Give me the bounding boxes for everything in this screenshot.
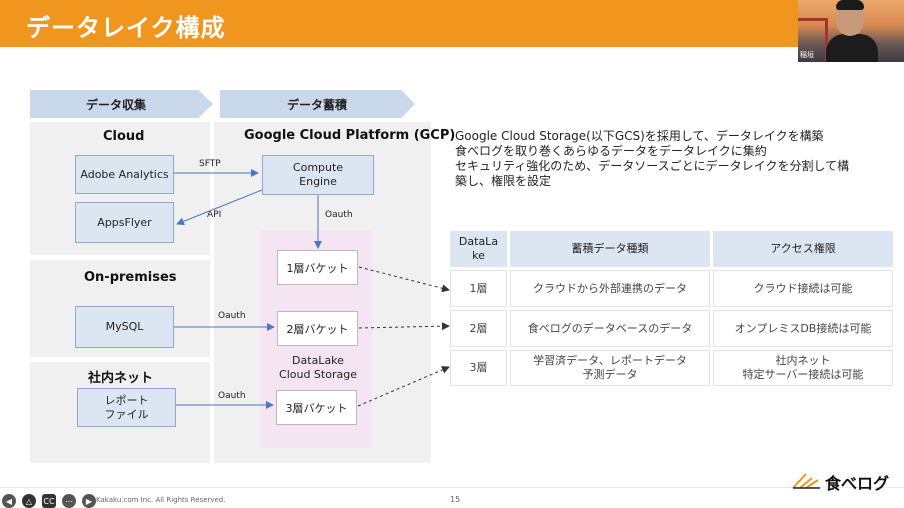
copyright-text: Kakaku.com Inc. All Rights Reserved.	[96, 496, 226, 504]
appsflyer-node: AppsFlyer	[75, 202, 174, 243]
api-label: API	[207, 210, 222, 220]
participant-video[interactable]: 稲垣	[798, 0, 904, 62]
oauth-report-label: Oauth	[218, 391, 246, 401]
arrow-compute-to-appsflyer	[176, 189, 263, 226]
oauth-mysql-label: Oauth	[218, 311, 246, 321]
table-cell-data-1: クラウドから外部連携のデータ	[510, 270, 710, 307]
pointer-icon[interactable]: △	[22, 494, 36, 508]
person-hair	[836, 0, 864, 10]
table-header-data-type: 蓄積データ種類	[510, 231, 710, 267]
bridge-shape	[798, 18, 828, 62]
adobe-analytics-node: Adobe Analytics	[75, 155, 174, 194]
gcp-panel-title: Google Cloud Platform (GCP)	[244, 128, 456, 143]
table-cell-layer-3: 3層	[450, 350, 507, 386]
table-cell-access-1: クラウド接続は可能	[713, 270, 893, 307]
more-icon[interactable]: ⋯	[62, 494, 76, 508]
bucket-layer-1: 1層バケット	[277, 250, 358, 285]
bucket-layer-2: 2層バケット	[277, 311, 358, 346]
table-cell-access-2: オンプレミスDB接続は可能	[713, 310, 893, 347]
arrow-bucket3-to-table	[357, 366, 450, 407]
intranet-panel-title: 社内ネット	[88, 371, 154, 386]
table-cell-layer-1: 1層	[450, 270, 507, 307]
logo-text: 食べログ	[825, 474, 890, 493]
description-line-3: セキュリティ強化のため、データソースごとにデータレイクを分割して構	[455, 159, 850, 173]
description-line-2: 食べログを取り巻くあらゆるデータをデータレイクに集約	[455, 144, 767, 158]
stage-collect-label: データ収集	[86, 98, 147, 112]
captions-icon[interactable]: CC	[42, 494, 56, 508]
bucket-layer-3: 3層バケット	[276, 390, 357, 425]
description: Google Cloud Storage(以下GCS)を採用して、データレイクを…	[455, 129, 900, 189]
arrow-bucket2-to-table	[358, 322, 450, 331]
oauth-compute-label: Oauth	[325, 210, 353, 220]
description-line-1: Google Cloud Storage(以下GCS)を採用して、データレイクを…	[455, 129, 824, 143]
table-header-access: アクセス権限	[713, 231, 893, 267]
report-file-node: レポート ファイル	[77, 388, 176, 427]
table-cell-access-3: 社内ネット 特定サーバー接続は可能	[713, 350, 893, 386]
onprem-panel-title: On-premises	[84, 270, 177, 285]
tabelog-logo-icon	[792, 473, 820, 489]
participant-name: 稲垣	[800, 51, 814, 59]
stage-collect-chevron	[30, 90, 213, 118]
table-cell-layer-2: 2層	[450, 310, 507, 347]
datalake-label: DataLake Cloud Storage	[279, 354, 357, 381]
cloud-panel-title: Cloud	[103, 129, 145, 144]
table-header-datalake: DataLa ke	[450, 231, 507, 267]
description-line-4: 築し、権限を設定	[455, 174, 552, 188]
stage-store-label: データ蓄積	[287, 98, 348, 112]
compute-engine-node: Compute Engine	[262, 155, 374, 195]
next-icon[interactable]: ▶	[82, 494, 96, 508]
mysql-node: MySQL	[75, 306, 174, 348]
title-bar: データレイク構成	[0, 0, 904, 47]
person-body	[826, 34, 878, 62]
arrow-bucket1-to-table	[358, 266, 450, 293]
previous-icon[interactable]: ◀	[2, 494, 16, 508]
page-number: 15	[450, 495, 461, 504]
table-cell-data-2: 食べログのデータベースのデータ	[510, 310, 710, 347]
footer-divider	[0, 487, 904, 488]
table-cell-data-3: 学習済データ、レポートデータ 予測データ	[510, 350, 710, 386]
slide-title: データレイク構成	[26, 14, 226, 42]
stage-store-chevron	[220, 90, 415, 118]
sftp-label: SFTP	[199, 159, 221, 169]
